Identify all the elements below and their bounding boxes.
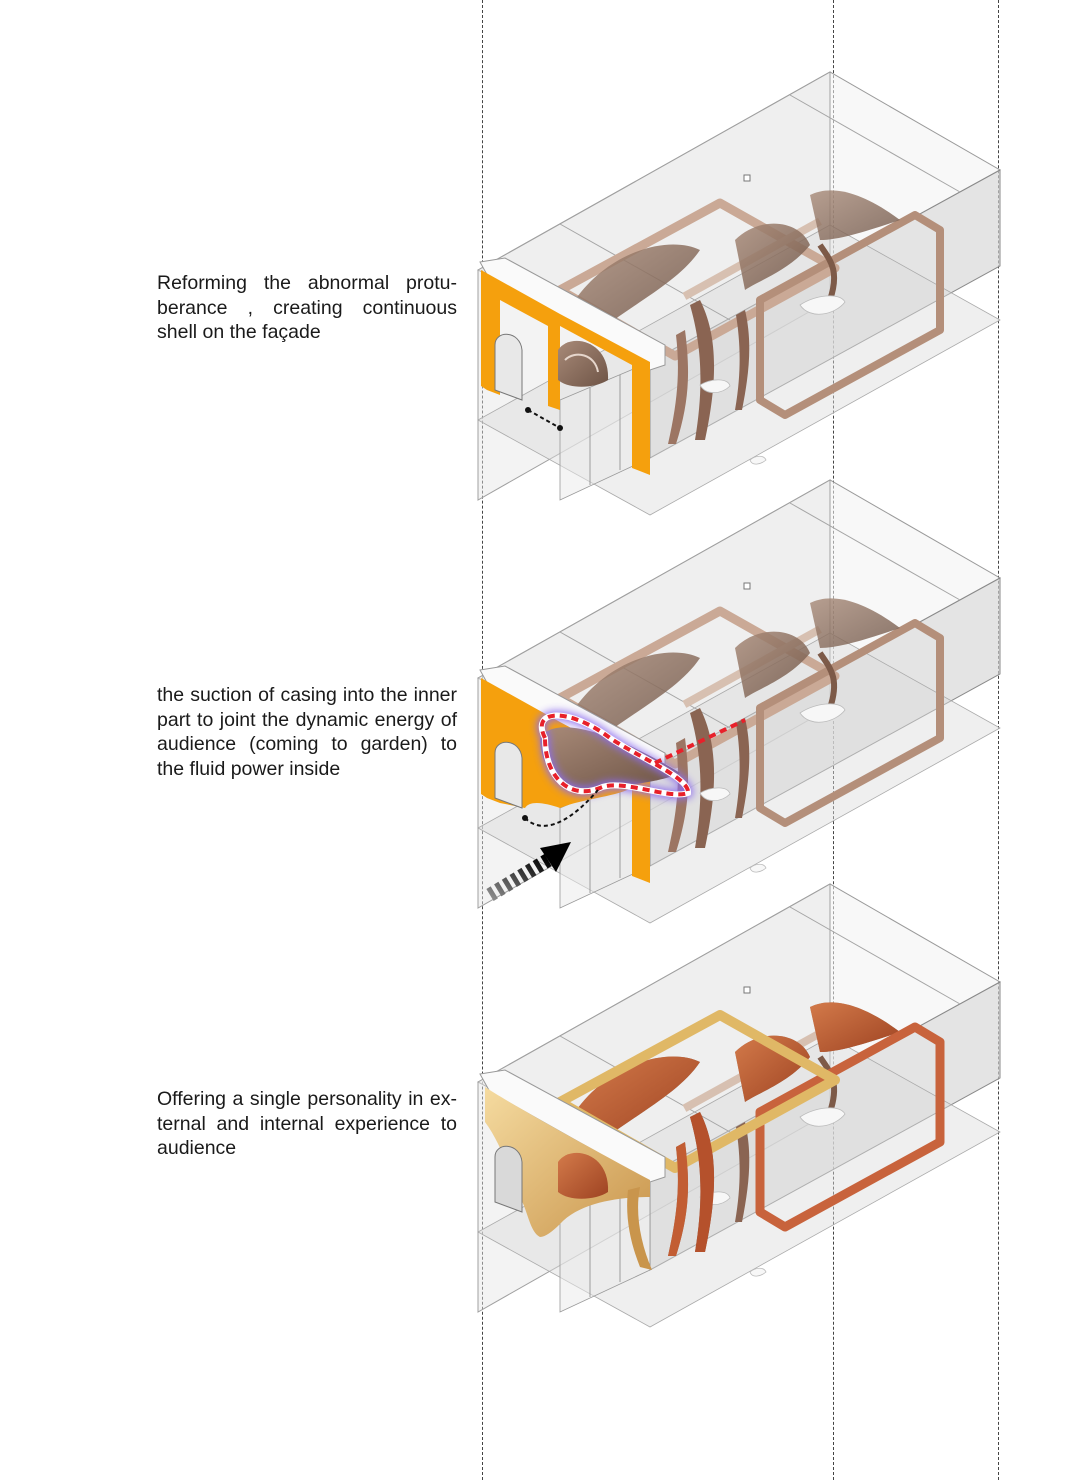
facade-shell-orange-sucked bbox=[481, 678, 680, 883]
axonometric-step-2 bbox=[478, 480, 1000, 923]
caption-step-3: Offering a single personality in ex-tern… bbox=[157, 1088, 457, 1159]
caption-step-2: the suction of casing into the inner par… bbox=[157, 684, 457, 780]
caption-step-1: Reforming the abnormal protu-berance , c… bbox=[157, 272, 457, 343]
facade-shell-orange bbox=[481, 270, 650, 475]
axonometric-step-1 bbox=[478, 72, 1000, 515]
facade-shell-gold bbox=[485, 1087, 652, 1270]
guide-line-right bbox=[998, 0, 999, 1480]
axonometric-step-3 bbox=[478, 884, 1000, 1327]
entry-arrow bbox=[486, 842, 571, 901]
